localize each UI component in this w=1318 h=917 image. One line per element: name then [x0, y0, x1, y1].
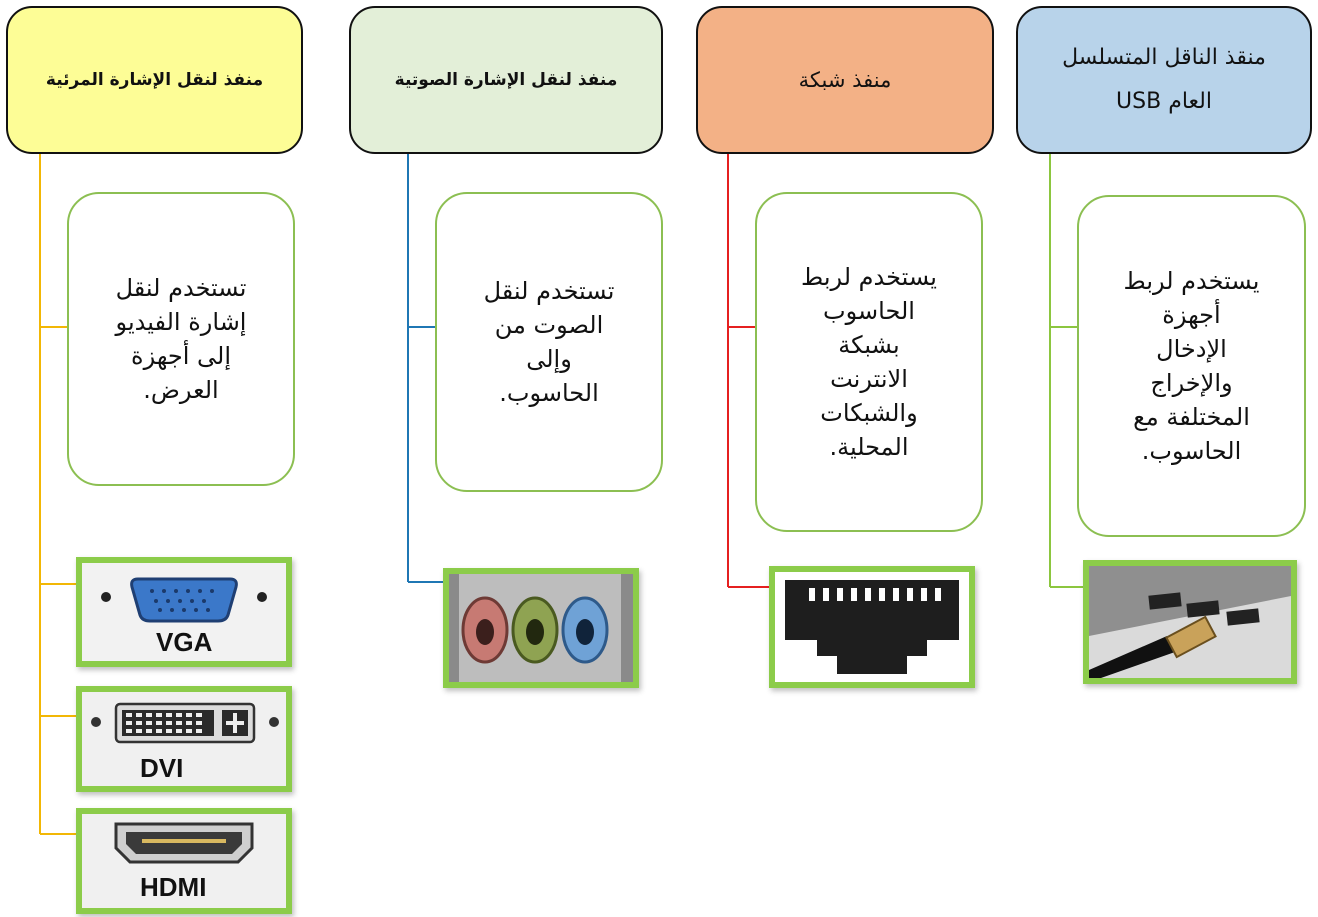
- header-network-text: منفذ شبكة: [798, 68, 892, 92]
- header-audio-text: منفذ لنقل الإشارة الصوتية: [394, 70, 618, 90]
- header-audio-port: منفذ لنقل الإشارة الصوتية: [349, 6, 663, 154]
- header-video-text: منفذ لنقل الإشارة المرئية: [45, 70, 264, 90]
- header-network-port: منفذ شبكة: [696, 6, 994, 154]
- header-usb-line2: العام USB: [1116, 89, 1212, 114]
- header-usb-port: منقذ الناقل المتسلسل العام USB: [1016, 6, 1312, 154]
- dvi-port-image: DVI: [76, 686, 292, 792]
- description-audio: تستخدم لنقل الصوت من وإلى الحاسوب.: [435, 192, 663, 492]
- usb-ports-image: [1083, 560, 1297, 684]
- description-video: تستخدم لنقل إشارة الفيديو إلى أجهزة العر…: [67, 192, 295, 486]
- hdmi-label: HDMI: [140, 872, 207, 902]
- video-tree-lines: [39, 152, 78, 835]
- usb-ports-icon: [1089, 566, 1291, 678]
- description-video-text: تستخدم لنقل إشارة الفيديو إلى أجهزة العر…: [115, 274, 247, 404]
- description-audio-text: تستخدم لنقل الصوت من وإلى الحاسوب.: [483, 277, 615, 407]
- description-network: يستخدم لربط الحاسوب بشبكة الانترنت والشب…: [755, 192, 983, 532]
- description-usb-text: يستخدم لربط أجهزة الإدخال والإخراج المخت…: [1123, 267, 1260, 465]
- hdmi-port-image: HDMI: [76, 808, 292, 914]
- vga-label: VGA: [156, 627, 213, 657]
- audio-jacks-icon: [449, 574, 633, 682]
- description-network-text: يستخدم لربط الحاسوب بشبكة الانترنت والشب…: [801, 263, 937, 461]
- dvi-label: DVI: [140, 753, 184, 783]
- audio-jacks-image: [443, 568, 639, 688]
- hdmi-port-icon: [114, 822, 254, 864]
- dvi-port-icon: [91, 702, 279, 744]
- vga-port-icon: [101, 577, 267, 623]
- ethernet-port-icon: [785, 580, 959, 674]
- header-video-port: منفذ لنقل الإشارة المرئية: [6, 6, 303, 154]
- audio-tree-lines: [407, 152, 448, 583]
- usb-tree-lines: [1049, 152, 1086, 588]
- vga-port-image: VGA: [76, 557, 292, 667]
- description-usb: يستخدم لربط أجهزة الإدخال والإخراج المخت…: [1077, 195, 1306, 537]
- network-tree-lines: [727, 152, 770, 588]
- ethernet-port-image: [769, 566, 975, 688]
- header-usb-line1: منقذ الناقل المتسلسل: [1062, 45, 1266, 70]
